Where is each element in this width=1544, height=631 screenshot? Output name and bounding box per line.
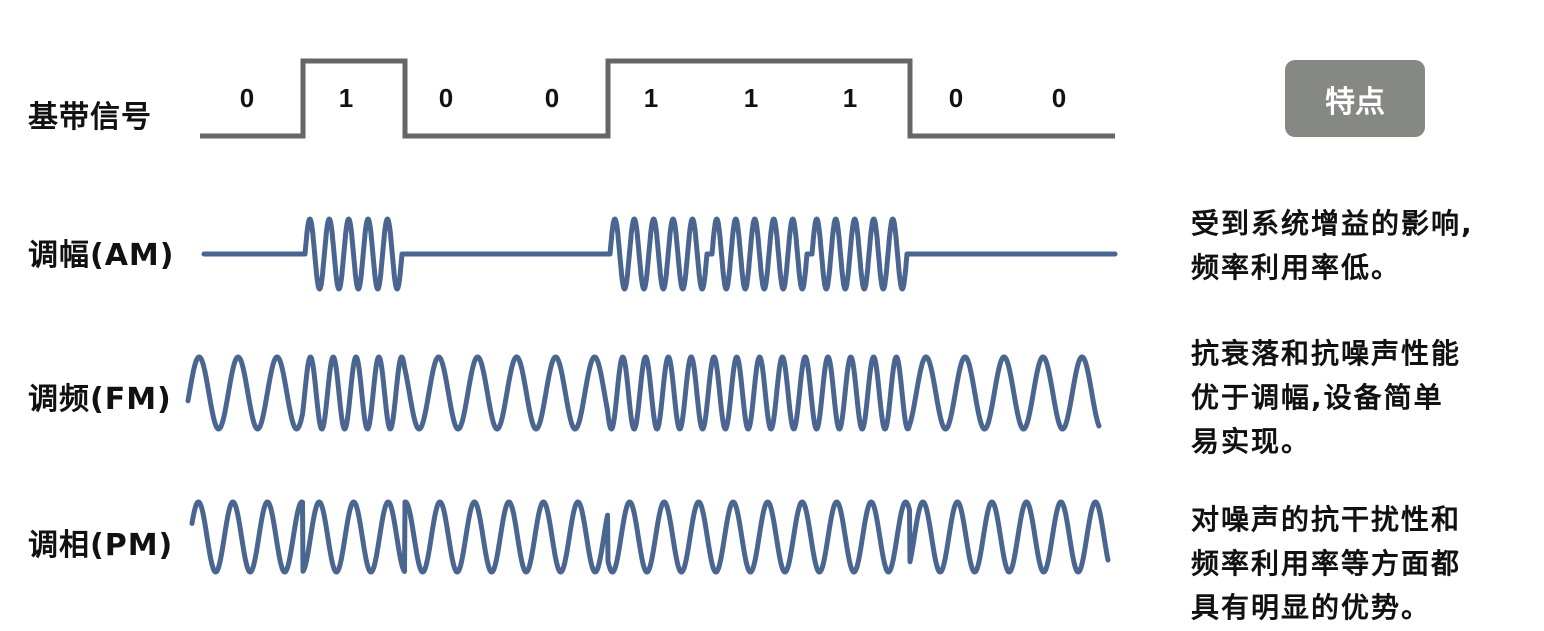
fm-label: 调频(FM) [28, 382, 172, 417]
bit-label: 0 [948, 83, 964, 113]
fm-description: 抗衰落和抗噪声性能 优于调幅,设备简单 易实现。 [1191, 332, 1531, 464]
bit-label: 1 [842, 83, 858, 113]
bit-label: 0 [239, 83, 255, 113]
pm-label: 调相(PM) [28, 528, 174, 563]
baseband-square-wave [200, 58, 1115, 139]
bit-label: 1 [338, 83, 354, 113]
pm-description: 对噪声的抗干扰性和 频率利用率等方面都 具有明显的优势。 [1191, 498, 1531, 630]
am-description: 受到系统增益的影响, 频率利用率低。 [1191, 202, 1531, 290]
bit-label: 0 [1051, 83, 1067, 113]
pm-description-line: 对噪声的抗干扰性和 [1191, 503, 1462, 536]
features-badge: 特点 [1285, 60, 1425, 137]
fm-description-line: 优于调幅,设备简单 [1191, 381, 1444, 414]
am-waveform [201, 216, 1118, 292]
bit-label: 0 [544, 83, 560, 113]
baseband-label: 基带信号 [28, 100, 152, 135]
pm-description-line: 具有明显的优势。 [1191, 591, 1432, 624]
bit-label: 1 [643, 83, 659, 113]
fm-description-line: 抗衰落和抗噪声性能 [1191, 337, 1462, 370]
bit-label: 1 [743, 83, 759, 113]
pm-description-line: 频率利用率等方面都 [1191, 547, 1462, 580]
fm-waveform [185, 354, 1102, 432]
am-label: 调幅(AM) [28, 238, 175, 273]
fm-description-line: 易实现。 [1191, 425, 1312, 458]
am-description-line: 受到系统增益的影响, [1191, 207, 1474, 240]
pm-waveform [189, 499, 1111, 575]
bit-label: 0 [438, 83, 454, 113]
am-description-line: 频率利用率低。 [1191, 251, 1402, 284]
